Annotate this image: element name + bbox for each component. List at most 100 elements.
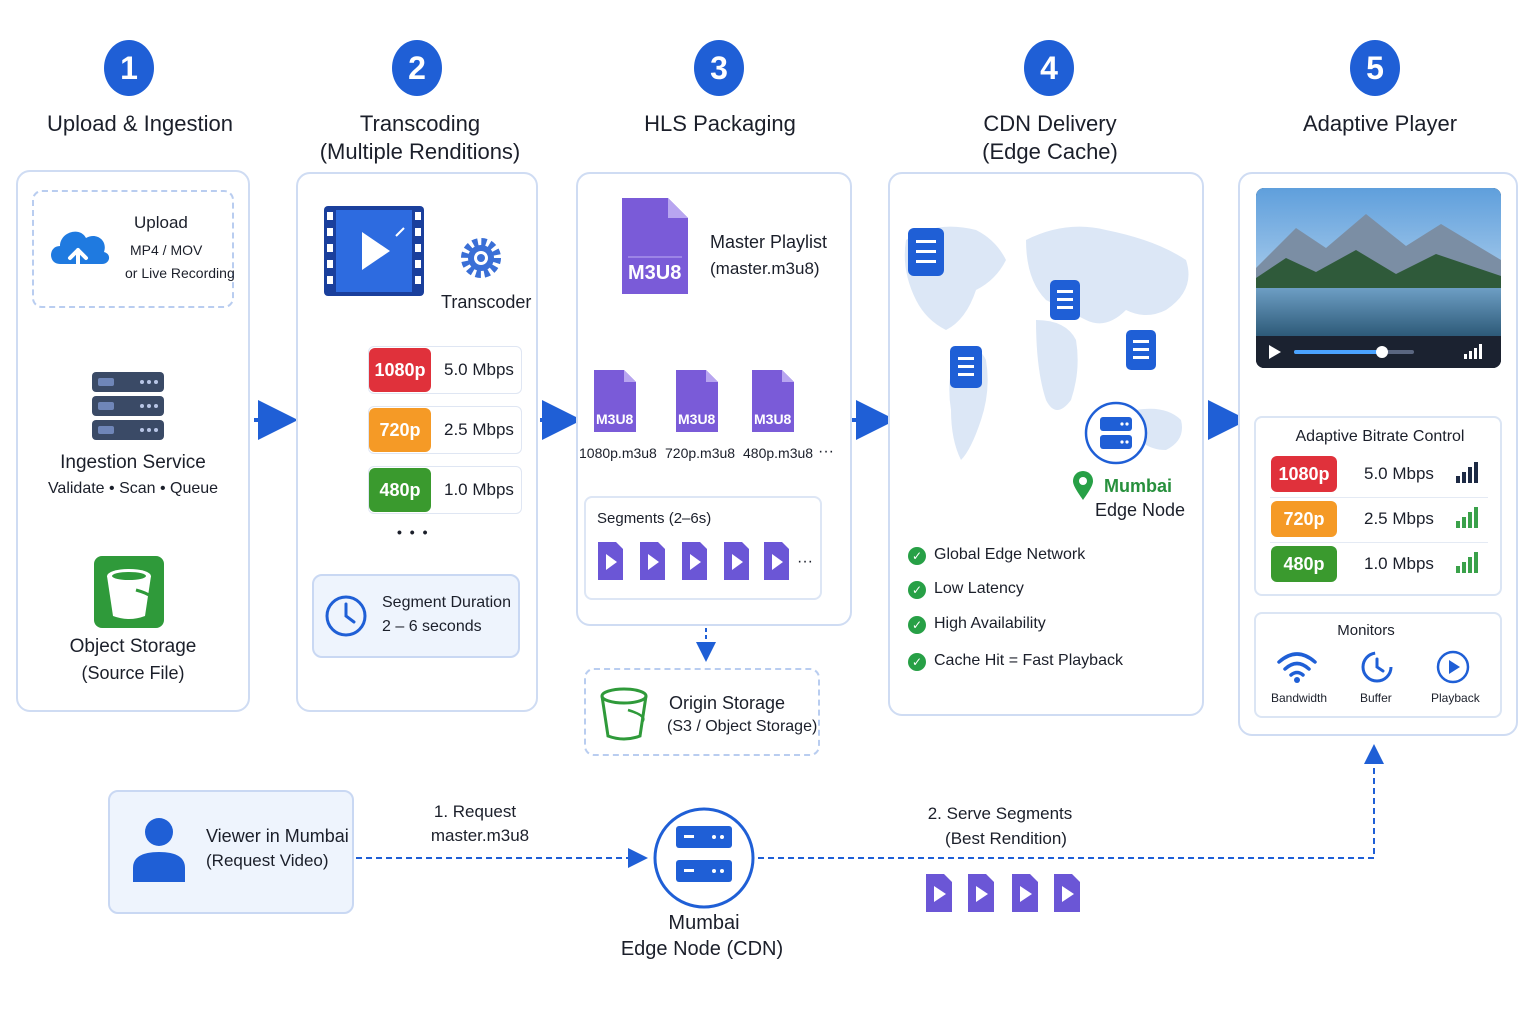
abr-rate-720p: 2.5 Mbps	[1364, 509, 1434, 528]
signal-bars-icon	[1456, 462, 1478, 483]
abr-title: Adaptive Bitrate Control	[1295, 428, 1465, 445]
buffer-icon	[1361, 651, 1393, 683]
variant-file-720p: 720p.m3u8	[665, 445, 736, 461]
segment-duration-title: Segment Duration	[382, 594, 511, 611]
cdn-feature: High Availability	[934, 615, 1046, 632]
step-4-number: 4	[1024, 40, 1074, 96]
step-5-number: 5	[1350, 40, 1400, 96]
variant-more: ···	[818, 443, 834, 460]
segments-title: Segments (2–6s)	[597, 510, 712, 527]
variant-file-icon	[594, 370, 636, 432]
upload-title: Upload	[134, 213, 188, 232]
segment-duration-value: 2 – 6 seconds	[382, 618, 482, 635]
variant-file-icon	[752, 370, 794, 432]
video-file-icon	[324, 206, 424, 296]
request-file: master.m3u8	[430, 826, 530, 845]
master-playlist-title: Master Playlist	[710, 232, 828, 252]
video-thumbnail	[1256, 188, 1501, 336]
segment-file-icons	[598, 542, 789, 580]
segment-icon	[598, 542, 623, 580]
signal-bars-icon	[1456, 507, 1478, 528]
segment-icon	[640, 542, 665, 580]
step-2-number: 2	[392, 40, 442, 96]
progress-knob[interactable]	[1375, 346, 1388, 358]
progress-fill	[1294, 350, 1382, 354]
ingestion-title: Ingestion Service	[60, 452, 206, 473]
mumbai-edge-node-icon	[653, 807, 755, 909]
rendition-badge-480p: 480p	[369, 468, 431, 512]
edge-server-icon	[908, 228, 944, 276]
edge-server-icon	[950, 346, 982, 388]
check-icon: ✓	[908, 653, 926, 671]
bucket-icon	[600, 687, 648, 741]
variant-icon-label: M3U8	[596, 411, 634, 427]
server-rack-icon	[92, 372, 164, 440]
step-5-title: Adaptive Player	[1302, 111, 1458, 136]
storage-title: Object Storage	[69, 636, 197, 657]
variant-file-480p: 480p.m3u8	[743, 445, 814, 461]
master-playlist-file-icon	[622, 198, 688, 294]
cdn-feature: Cache Hit = Fast Playback	[934, 652, 1123, 669]
cdn-feature: Low Latency	[934, 580, 1024, 597]
monitors-title: Monitors	[1337, 622, 1395, 639]
signal-bars-icon	[1464, 344, 1482, 359]
check-icon: ✓	[908, 547, 926, 565]
step-1-title: Upload & Ingestion	[47, 111, 233, 136]
segment-icon	[682, 542, 707, 580]
master-playlist-icon-label: M3U8	[628, 262, 682, 284]
rendition-more: • • •	[397, 524, 430, 540]
edge-node-label: Edge Node	[1095, 500, 1186, 520]
abr-badge-720p[interactable]: 720p	[1271, 501, 1337, 537]
origin-storage-box	[584, 668, 820, 756]
viewer-card	[108, 790, 354, 914]
rendition-rate-720p: 2.5 Mbps	[444, 420, 514, 439]
serve-subtitle: (Best Rendition)	[945, 829, 1067, 848]
step-4-subtitle: (Edge Cache)	[982, 139, 1118, 164]
step-3-number: 3	[694, 40, 744, 96]
step-1-number: 1	[104, 40, 154, 96]
play-icon[interactable]	[1268, 344, 1282, 360]
signal-bars-icon	[1456, 552, 1478, 573]
origin-storage-title: Origin Storage	[669, 693, 786, 713]
segment-icon	[1054, 874, 1080, 912]
edge-title: Mumbai	[668, 912, 740, 934]
monitor-label-bandwidth: Bandwidth	[1271, 691, 1328, 705]
segment-icon	[724, 542, 749, 580]
monitor-label-buffer: Buffer	[1360, 691, 1392, 705]
variant-icon-label: M3U8	[754, 411, 792, 427]
check-icon: ✓	[908, 616, 926, 634]
ingestion-subtitle: Validate • Scan • Queue	[47, 480, 219, 497]
gear-icon	[461, 238, 501, 278]
edge-subtitle: Edge Node (CDN)	[620, 938, 784, 960]
monitor-label-playback: Playback	[1431, 691, 1480, 705]
origin-storage-subtitle: (S3 / Object Storage)	[667, 718, 818, 735]
segments-more: ···	[797, 553, 813, 570]
step-2-subtitle: (Multiple Renditions)	[319, 139, 521, 164]
segment-icon	[968, 874, 994, 912]
rendition-rate-1080p: 5.0 Mbps	[444, 360, 514, 379]
segment-icon	[1012, 874, 1038, 912]
request-label: 1. Request	[433, 802, 517, 821]
abr-badge-1080p[interactable]: 1080p	[1271, 456, 1337, 492]
video-player[interactable]	[1256, 188, 1501, 368]
step-2-title: Transcoding	[359, 111, 481, 136]
upload-format: MP4 / MOV	[130, 242, 203, 258]
transcoder-label: Transcoder	[441, 292, 532, 312]
segment-icon	[926, 874, 952, 912]
location-pin-icon	[1073, 471, 1093, 500]
segment-file-icons	[926, 874, 1080, 912]
step-4-title: CDN Delivery	[983, 111, 1117, 136]
step-3-title: HLS Packaging	[644, 111, 796, 136]
rendition-badge-1080p: 1080p	[369, 348, 431, 392]
abr-badge-480p[interactable]: 480p	[1271, 546, 1337, 582]
progress-track[interactable]	[1294, 346, 1414, 358]
variant-icon-label: M3U8	[678, 411, 716, 427]
serve-arrow	[758, 744, 1384, 859]
rendition-rate-480p: 1.0 Mbps	[444, 480, 514, 499]
cloud-upload-icon	[51, 231, 110, 276]
edge-server-icon	[1126, 330, 1156, 370]
cdn-feature: Global Edge Network	[934, 546, 1086, 563]
clock-icon	[325, 595, 367, 637]
abr-rate-480p: 1.0 Mbps	[1364, 554, 1434, 573]
segment-icon	[764, 542, 789, 580]
